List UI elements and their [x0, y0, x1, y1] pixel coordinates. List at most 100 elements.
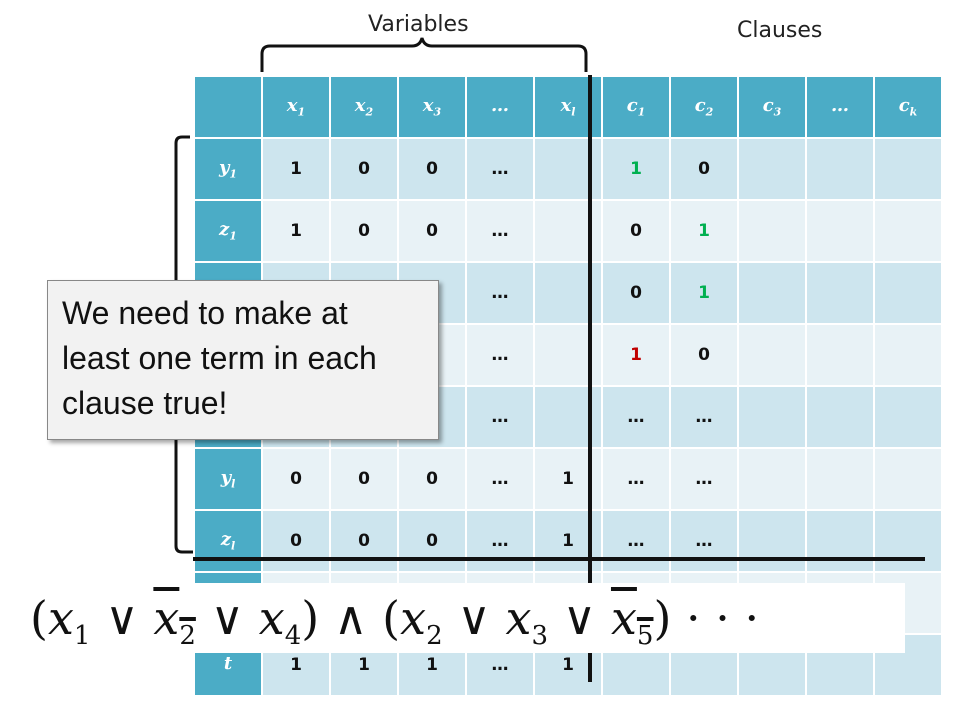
formula-sub: 1 [73, 621, 91, 652]
callout-box: We need to make at least one term in eac… [47, 280, 439, 440]
column-header-sub: 3 [773, 105, 782, 119]
formula-paren: ) [653, 591, 672, 645]
corner-cell [193, 75, 263, 139]
column-header: ck [873, 75, 943, 139]
table-cell: 1 [261, 137, 331, 201]
row-header-var: y [218, 157, 230, 179]
table-cell [873, 199, 943, 263]
formula-sub: 2 [179, 621, 196, 652]
column-header-var: x [354, 95, 366, 117]
column-header-sub: 1 [297, 105, 306, 119]
table-cell: 0 [601, 261, 671, 325]
formula-sub: 2 [426, 621, 443, 652]
formula-var: x [153, 591, 180, 645]
column-header: x3 [397, 75, 467, 139]
bottom-row-divider [193, 557, 925, 561]
table-cell: 0 [397, 199, 467, 263]
table-cell [533, 137, 603, 201]
table-cell [873, 323, 943, 387]
row-header-var: y [220, 467, 232, 489]
table-cell [873, 137, 943, 201]
table-cell [805, 509, 875, 573]
table-cell: 1 [261, 199, 331, 263]
row-header-sub: 1 [229, 229, 237, 243]
table-cell: 0 [601, 199, 671, 263]
column-header-var: c [694, 95, 706, 117]
table-cell [873, 447, 943, 511]
table-cell: 0 [669, 137, 739, 201]
column-header-sub: 3 [433, 105, 442, 119]
row-header-var: z [220, 529, 232, 551]
formula-sub: 4 [284, 621, 302, 652]
formula-or: ∨ [442, 591, 506, 645]
table-cell [737, 137, 807, 201]
row-header-var: t [223, 653, 233, 675]
row-header: y1 [193, 137, 263, 201]
table-cell [805, 261, 875, 325]
formula-or: ∨ [548, 591, 611, 645]
formula-var: x [400, 591, 427, 645]
formula-negated-term: x5 [611, 591, 654, 651]
table-cell [737, 447, 807, 511]
formula-var: x [505, 591, 532, 645]
table-cell [805, 447, 875, 511]
column-header-sub: 2 [705, 105, 714, 119]
table-cell [737, 261, 807, 325]
column-header: … [465, 75, 535, 139]
row-header-sub: l [231, 477, 236, 491]
table-cell: 0 [329, 137, 399, 201]
column-header-sub: l [571, 105, 576, 119]
formula-var: x [47, 591, 74, 645]
formula-and: ∧ [319, 591, 383, 645]
table-cell: 1 [601, 137, 671, 201]
formula-negated-term: x2 [153, 591, 196, 651]
column-header-sub: 2 [365, 105, 374, 119]
table-cell: 0 [261, 509, 331, 573]
variables-label: Variables [368, 12, 469, 37]
table-cell [873, 385, 943, 449]
column-header: … [805, 75, 875, 139]
column-header-var: c [898, 95, 910, 117]
column-header-sub: 1 [637, 105, 646, 119]
table-cell: 0 [261, 447, 331, 511]
formula-ellipsis: · · · [671, 591, 760, 645]
table-cell [805, 199, 875, 263]
column-header-var: x [560, 95, 572, 117]
table-cell: … [465, 199, 535, 263]
table-cell: … [669, 385, 739, 449]
column-header-var: x [286, 95, 298, 117]
variables-clauses-divider [588, 75, 592, 682]
table-cell [873, 261, 943, 325]
table-cell: 0 [397, 137, 467, 201]
table-cell: 0 [329, 509, 399, 573]
formula-paren: ( [382, 591, 401, 645]
column-header-sub: k [909, 105, 918, 119]
table-cell [737, 323, 807, 387]
table-cell [737, 385, 807, 449]
row-header-sub: l [231, 539, 236, 553]
table-cell: … [465, 323, 535, 387]
table-cell: 0 [397, 447, 467, 511]
column-header: x2 [329, 75, 399, 139]
table-cell: … [601, 447, 671, 511]
formula-var: x [258, 591, 285, 645]
formula-or: ∨ [90, 591, 154, 645]
table-cell: 0 [669, 323, 739, 387]
column-header-var: … [491, 95, 509, 117]
formula-paren: ( [30, 591, 48, 645]
column-header-var: c [762, 95, 774, 117]
table-cell [805, 137, 875, 201]
table-cell: … [465, 447, 535, 511]
column-header: x1 [261, 75, 331, 139]
column-header-var: c [626, 95, 638, 117]
formula-paren: ) [301, 591, 320, 645]
table-cell: … [465, 137, 535, 201]
row-header: z1 [193, 199, 263, 263]
table-cell: 1 [669, 199, 739, 263]
table-cell: … [669, 509, 739, 573]
table-cell: … [601, 385, 671, 449]
column-header-var: … [831, 95, 849, 117]
